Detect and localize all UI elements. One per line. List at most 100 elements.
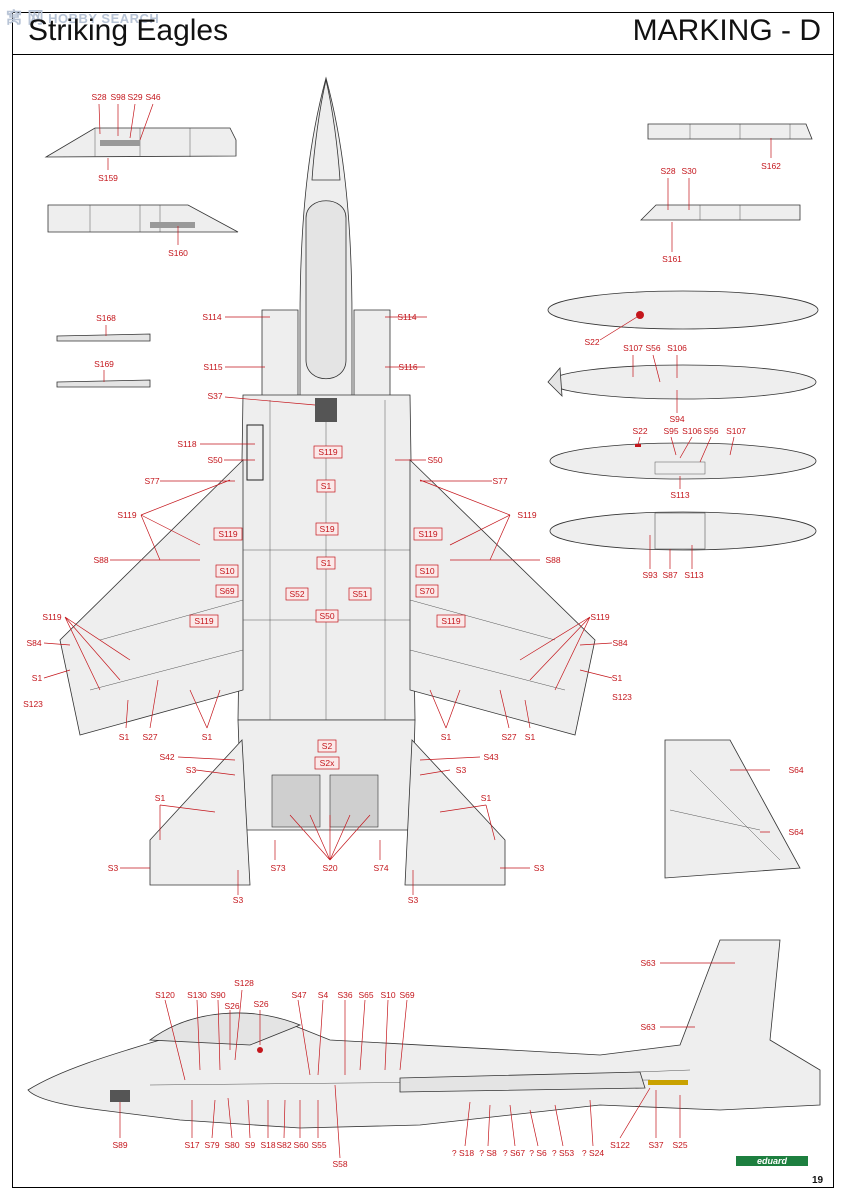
boxed-label: S2 xyxy=(322,741,333,751)
decal-label: S113 xyxy=(684,570,703,580)
decal-label: S27 xyxy=(142,732,157,742)
boxed-label: S119 xyxy=(418,529,437,539)
decal-label: S3 xyxy=(534,863,545,873)
decal-label: S122 xyxy=(610,1140,630,1150)
boxed-label: S2x xyxy=(320,758,335,768)
decal-label: S1 xyxy=(441,732,452,742)
brand-logo: eduard xyxy=(736,1156,808,1166)
decal-label: S115 xyxy=(203,362,222,372)
boxed-label: S51 xyxy=(352,589,367,599)
decal-label: S1 xyxy=(119,732,130,742)
decal-label: S17 xyxy=(184,1140,199,1150)
decal-label: S107 xyxy=(726,426,746,436)
decal-label: S28 xyxy=(91,92,106,102)
boxed-label: S119 xyxy=(318,447,337,457)
decal-label: S87 xyxy=(662,570,677,580)
decal-label: S3 xyxy=(408,895,419,905)
watermark: 窝 网 HOBBY SEARCH xyxy=(6,4,159,28)
page-title: Striking Eagles xyxy=(28,14,229,47)
boxed-labels: S119 S1 S119 S19 S119 S10 S1 S10 S69 S52… xyxy=(189,445,466,770)
boxed-label: S10 xyxy=(219,566,234,576)
aircraft-side-view xyxy=(27,939,821,1129)
boxed-label: S70 xyxy=(419,586,434,596)
boxed-label: S1 xyxy=(321,481,332,491)
decal-label: S113 xyxy=(670,490,689,500)
decal-label: S88 xyxy=(93,555,108,565)
decal-label: S56 xyxy=(703,426,718,436)
decal-label: S1 xyxy=(612,673,623,683)
decal-label: S128 xyxy=(234,978,254,988)
fuel-tank-4 xyxy=(549,511,817,551)
decal-label: ? S53 xyxy=(552,1148,574,1158)
boxed-label: S52 xyxy=(289,589,304,599)
decal-label: S69 xyxy=(399,990,414,1000)
decal-label: S84 xyxy=(612,638,627,648)
decal-label: S123 xyxy=(23,699,43,709)
tail-fin-view xyxy=(664,739,801,879)
decal-label: S98 xyxy=(110,92,125,102)
decal-label: S1 xyxy=(481,793,492,803)
decal-label: S26 xyxy=(224,1001,239,1011)
decal-label: S114 xyxy=(202,312,221,322)
decal-label: ? S24 xyxy=(582,1148,604,1158)
decal-label: S55 xyxy=(311,1140,326,1150)
decal-label: S50 xyxy=(207,455,222,465)
decal-label: S74 xyxy=(373,863,388,873)
decal-label: S77 xyxy=(144,476,159,486)
decal-label: S3 xyxy=(108,863,119,873)
boxed-label: S69 xyxy=(219,586,234,596)
decal-label: S37 xyxy=(648,1140,663,1150)
decal-label: S161 xyxy=(662,254,682,264)
decal-label: S4 xyxy=(318,990,329,1000)
decal-label: S159 xyxy=(98,173,118,183)
watermark-cn: 窝 网 xyxy=(6,10,44,27)
boxed-label: S119 xyxy=(194,616,213,626)
decal-label: S64 xyxy=(788,765,803,775)
decal-label: S88 xyxy=(545,555,560,565)
decal-label: S73 xyxy=(270,863,285,873)
decal-label: S77 xyxy=(492,476,507,486)
decal-label: S1 xyxy=(155,793,166,803)
decal-label: S160 xyxy=(168,248,188,258)
decal-label: ? S67 xyxy=(503,1148,525,1158)
decal-label: S118 xyxy=(177,439,196,449)
decal-label: S116 xyxy=(398,362,417,372)
decal-label: ? S6 xyxy=(529,1148,547,1158)
decal-label: S65 xyxy=(358,990,373,1000)
decal-label: S119 xyxy=(590,612,609,622)
decal-label: S114 xyxy=(397,312,416,322)
leader-lines xyxy=(43,103,772,1159)
decal-label: S130 xyxy=(187,990,207,1000)
panel-s161 xyxy=(640,204,801,221)
boxed-label: S50 xyxy=(319,611,334,621)
header-divider xyxy=(12,54,834,55)
decal-label: S63 xyxy=(640,1022,655,1032)
watermark-text: HOBBY SEARCH xyxy=(48,11,160,26)
decal-label: S60 xyxy=(293,1140,308,1150)
decal-label: ? S8 xyxy=(479,1148,497,1158)
decal-label: S29 xyxy=(127,92,142,102)
page-frame xyxy=(12,12,834,1188)
decal-label: S82 xyxy=(276,1140,291,1150)
decal-label: S37 xyxy=(207,391,222,401)
fuel-tank-1 xyxy=(547,290,819,330)
decal-label: S50 xyxy=(427,455,442,465)
decal-label: S3 xyxy=(233,895,244,905)
decal-label: S22 xyxy=(632,426,647,436)
decal-label: S63 xyxy=(640,958,655,968)
panel-s160 xyxy=(47,204,239,233)
boxed-label: S1 xyxy=(321,558,332,568)
decal-label: S1 xyxy=(202,732,213,742)
panel-s162 xyxy=(647,123,813,140)
strip-s168 xyxy=(56,333,151,342)
decal-label: S36 xyxy=(337,990,352,1000)
decal-label: S84 xyxy=(26,638,41,648)
boxed-label: S19 xyxy=(319,524,334,534)
panel-s159 xyxy=(44,127,237,158)
decal-label: S120 xyxy=(155,990,175,1000)
marking-title: MARKING - D xyxy=(632,14,821,47)
decal-label: S47 xyxy=(291,990,306,1000)
fuel-tank-2 xyxy=(547,364,817,400)
fuel-tank-3 xyxy=(549,442,817,480)
decal-label: S42 xyxy=(159,752,174,762)
